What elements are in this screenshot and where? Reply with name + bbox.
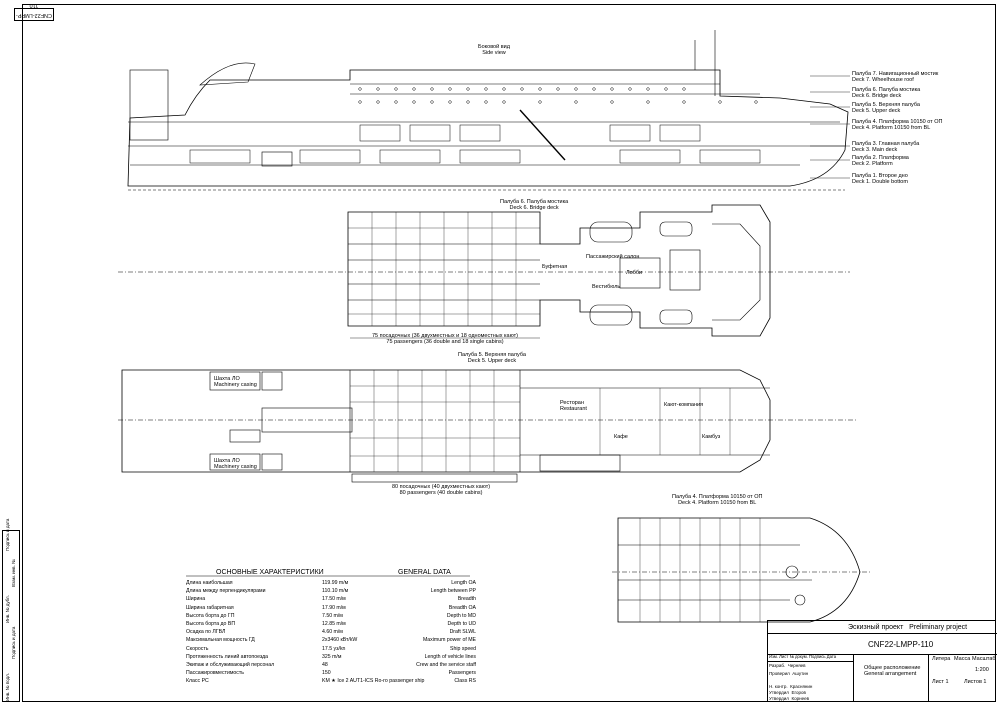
general-data-value: 110.10 m/м — [322, 588, 349, 595]
general-data-param-ru: Экипаж и обслуживающий персонал — [186, 662, 275, 668]
general-data-heading-ru: ОСНОВНЫЕ ХАРАКТЕРИСТИКИ — [216, 569, 324, 576]
rev-header: Изм. Лист № докум. Подпись Дата — [769, 654, 837, 659]
bridge-deck-title-ru: Палуба 6. Палуба мостика — [500, 199, 569, 205]
general-data-param-en: Length OA — [451, 580, 476, 586]
general-data-value: KM ★ Ice 2 AUT1-ICS Ro-ro passenger ship — [322, 678, 425, 685]
upper-deck-title: Палуба 5. Верхняя палуба Deck 5. Upper d… — [458, 352, 526, 365]
bridge-deck-capacity-en: 75 passengers (36 double and 18 single c… — [386, 339, 504, 346]
general-data-param-en: Maximum power of ME — [422, 637, 476, 644]
platform-deck-title-en: Deck 4. Platform 10150 from BL — [678, 500, 757, 507]
project-label: Эскизный проект Preliminary project — [848, 624, 968, 631]
upper-deck-title-en: Deck 5. Upper deck — [467, 358, 517, 365]
general-data-param-ru: Ширина — [186, 596, 206, 603]
general-data-value: 48 — [322, 662, 328, 668]
upper-deck-capacity-ru: 80 посадочных (40 двухместных кают) — [392, 484, 491, 490]
general-data-value: 12.85 m/м — [322, 621, 346, 627]
side-revision-column: Инв. № подл. Подпись и дата Инв. № дубл.… — [2, 519, 20, 702]
general-data-param-ru: Ширина габаритная — [186, 604, 234, 611]
drawing-code: CNF22-LMPP-110 — [868, 640, 934, 649]
bridge-deck-capacity: 75 посадочных (36 двухместных и 18 одном… — [372, 333, 518, 346]
upper-deck-title-ru: Палуба 5. Верхняя палуба — [458, 352, 526, 358]
general-data-param-en: Draft SLWL — [449, 629, 476, 636]
general-data-value: 17.90 m/м — [322, 604, 346, 611]
col-label: Масса — [954, 656, 971, 662]
scale-value: 1:200 — [975, 667, 989, 673]
general-data-param-ru: Протяженность линий автопоезда — [186, 653, 269, 660]
side-view-title: Боковой вид Side view — [478, 44, 510, 57]
bridge-deck-capacity-ru: 75 посадочных (36 двухместных и 18 одном… — [372, 333, 518, 339]
col-label: Масштаб — [972, 656, 996, 662]
general-data-heading-en: GENERAL DATA — [398, 569, 451, 576]
general-data-param-en: Length of vehicle lines — [424, 653, 476, 660]
drawing-frame — [22, 4, 996, 702]
general-data-param-ru: Максимальная мощность ГД — [186, 637, 255, 644]
platform-deck-title-ru: Палуба 4. Платформа 10150 от ОП — [672, 494, 763, 500]
side-view-title-en: Side view — [482, 50, 506, 57]
general-data-value: 325 m/м — [322, 653, 342, 660]
general-data-param-ru: Класс РС — [186, 678, 209, 685]
general-data-value: 119.99 m/м — [322, 580, 349, 586]
general-data-value: 17.5 уз/kn — [322, 645, 346, 652]
general-data-value: 7.50 m/м — [322, 612, 343, 619]
general-data-param-ru: Высота борта до ГП — [186, 612, 235, 619]
general-data-param-ru: Длина наибольшая — [186, 580, 233, 586]
signatory-row: Проверил Ашутин — [769, 671, 809, 676]
room-label: Кафе — [614, 434, 628, 440]
signatory-row: Утвердил Корнеев — [769, 696, 809, 701]
col-label: Литера — [932, 656, 951, 662]
room-label: Буфетная — [542, 264, 568, 270]
room-label: Пассажирский салон — [586, 254, 640, 260]
upper-deck-capacity: 80 посадочных (40 двухместных кают) 80 p… — [392, 484, 490, 497]
general-data-param-ru: Скорость — [186, 645, 209, 652]
sheet-count: Листов 1 — [964, 679, 987, 685]
general-data-param-en: Length between PP — [430, 588, 476, 595]
title-block: Эскизный проект Preliminary project CNF2… — [767, 620, 997, 702]
general-data-param-ru: Пассажировместимость — [186, 670, 244, 677]
side-view-title-ru: Боковой вид — [478, 44, 510, 50]
general-data-param-en: Ship speed — [450, 645, 476, 652]
general-data-value: 17.50 m/м — [322, 596, 346, 603]
general-data-table: Длина наибольшая 119.99 m/м Length OA Длина… — [186, 580, 476, 700]
bridge-deck-title: Палуба 6. Палуба мостика Deck 6. Bridge … — [500, 199, 568, 212]
room-label: Лобби — [626, 270, 643, 276]
signatory-row: Утвердил Егоров — [769, 690, 806, 695]
general-data-param-en: Passengers — [448, 670, 476, 677]
general-data-value: 150 — [322, 670, 331, 677]
general-data-param-ru: Длина между перпендикулярами — [186, 588, 266, 595]
platform-deck-title: Палуба 4. Платформа 10150 от ОП Deck 4. … — [672, 494, 762, 507]
general-data-param-en: Depth to MD — [446, 612, 476, 619]
general-data-param-en: Class RS — [454, 678, 476, 685]
general-data-param-ru: Осадка по ЛГВЛ — [186, 629, 226, 636]
general-data-param-en: Crew and the service staff — [416, 662, 476, 668]
general-data-value: 2x3460 кВт/kW — [322, 637, 358, 644]
general-data-param-en: Depth to UD — [447, 621, 476, 627]
signatory-row: Разраб. Черняев — [769, 663, 806, 668]
upper-deck-capacity-en: 80 passengers (40 double cabins) — [399, 490, 483, 497]
room-label: Вестибюль — [592, 284, 621, 290]
room-label: Камбуз — [702, 434, 721, 440]
general-data-value: 4.60 m/м — [322, 629, 343, 636]
bridge-deck-title-en: Deck 6. Bridge deck — [509, 205, 559, 212]
room-label: Кают-компания — [664, 402, 704, 408]
general-data-param-en: Breadth OA — [448, 604, 476, 611]
general-data-param-en: Breadth — [457, 596, 476, 603]
sheet-number: Лист 1 — [932, 679, 949, 685]
general-data-param-ru: Высота борта до ВП — [186, 621, 236, 627]
signatory-row: Н. контр. Краснянин — [769, 684, 813, 689]
